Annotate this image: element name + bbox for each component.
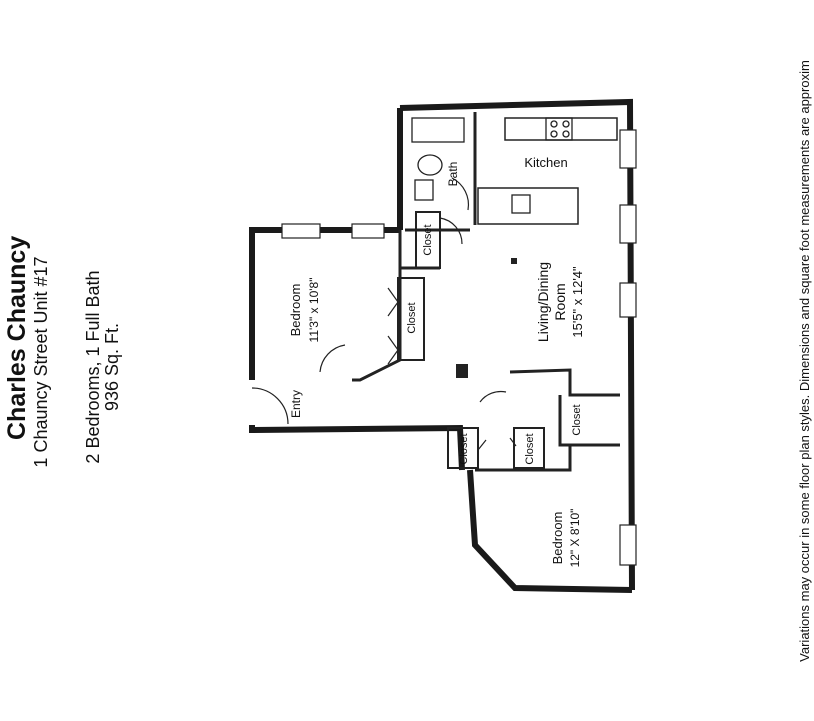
label-kitchen: Kitchen: [524, 155, 567, 170]
door-swings: [251, 177, 517, 451]
column-marker: [456, 364, 468, 378]
label-bedroom2-dim: 12" X 8'10": [568, 509, 582, 568]
label-closet-hall2: Closet: [524, 433, 536, 464]
label-bath: Bath: [446, 162, 460, 187]
label-closet-bath: Closet: [422, 224, 434, 255]
label-entry: Entry: [289, 390, 303, 418]
label-living-room: Room: [552, 283, 568, 320]
kitchen-sink-icon: [511, 194, 531, 214]
windows: [281, 129, 637, 566]
label-closet-bed1: Closet: [406, 302, 418, 333]
label-bedroom1: Bedroom: [288, 284, 303, 337]
fixtures: [411, 117, 573, 214]
label-bedroom2: Bedroom: [550, 512, 565, 565]
bathtub-icon: [411, 117, 465, 143]
label-living-dim: 15'5" x 12'4": [570, 266, 585, 338]
label-closet-hall1: Closet: [458, 433, 470, 464]
exterior-walls: [249, 98, 635, 593]
label-living: Living/Dining: [535, 262, 551, 342]
label-closet-bed2: Closet: [571, 404, 583, 435]
label-bedroom1-dim: 11'3" x 10'8": [307, 278, 321, 343]
interior-walls: [352, 112, 620, 472]
sink-icon: [414, 179, 434, 201]
light-marker: [511, 258, 517, 264]
toilet-icon: [417, 154, 443, 176]
stove-icon: [545, 117, 573, 141]
